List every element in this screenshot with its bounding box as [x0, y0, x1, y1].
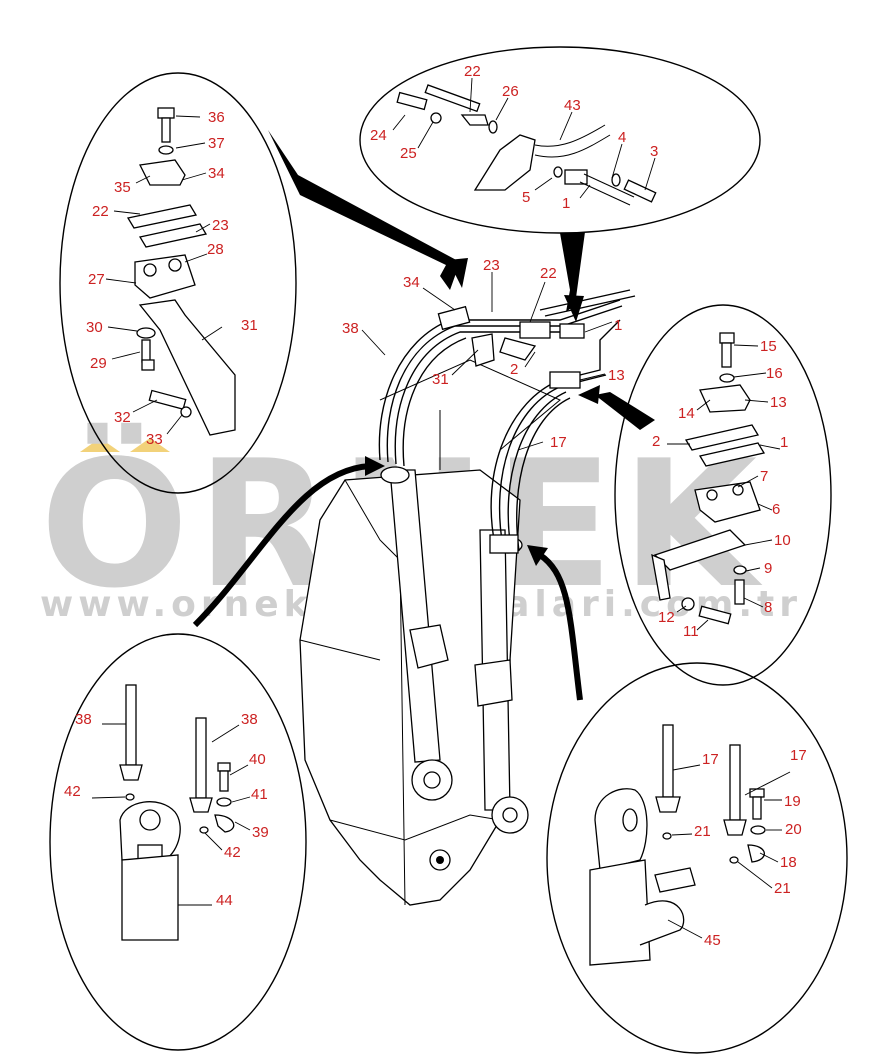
- callout-3: 3: [650, 143, 658, 160]
- callout-11: 11: [683, 623, 699, 640]
- callout-23-left: 23: [212, 217, 229, 234]
- callout-31-left: 31: [241, 317, 258, 334]
- callout-1-right: 1: [780, 434, 788, 451]
- callout-1-main: 1: [614, 317, 622, 334]
- callout-26: 26: [502, 83, 519, 100]
- callout-2-main: 2: [510, 361, 518, 378]
- callout-17-br-b: 17: [790, 747, 807, 764]
- callout-44: 44: [216, 892, 233, 909]
- callout-25: 25: [400, 145, 417, 162]
- callout-34-main: 34: [403, 274, 420, 291]
- hydraulic-lines: [378, 289, 636, 554]
- callout-28: 28: [207, 241, 224, 258]
- callout-13-main: 13: [608, 367, 625, 384]
- callout-43: 43: [564, 97, 581, 114]
- callout-27: 27: [88, 271, 105, 288]
- callout-42-b: 42: [224, 844, 241, 861]
- callout-12: 12: [658, 609, 675, 626]
- callout-18: 18: [780, 854, 797, 871]
- callout-38-main: 38: [342, 320, 359, 337]
- callout-7: 7: [760, 468, 768, 485]
- callout-20: 20: [785, 821, 802, 838]
- callout-10: 10: [774, 532, 791, 549]
- callout-30: 30: [86, 319, 103, 336]
- callout-labels: 22 26 43 24 25 4 3 5 1 36 37 35 34 22 23…: [64, 63, 807, 949]
- callout-22-left: 22: [92, 203, 109, 220]
- callout-5: 5: [522, 189, 530, 206]
- pointer-arrows: [192, 130, 655, 701]
- top-bubble-parts: [396, 84, 657, 206]
- callout-2-right: 2: [652, 433, 660, 450]
- callout-22-top: 22: [464, 63, 481, 80]
- detail-bubbles: [49, 46, 848, 1054]
- leader-lines: [91, 77, 791, 939]
- callout-38-bl-a: 38: [75, 711, 92, 728]
- callout-17-main: 17: [550, 434, 567, 451]
- callout-15: 15: [760, 338, 777, 355]
- callout-6: 6: [772, 501, 780, 518]
- callout-14: 14: [678, 405, 695, 422]
- callout-17-br-a: 17: [702, 751, 719, 768]
- left-bubble-parts: [126, 107, 236, 436]
- callout-40: 40: [249, 751, 266, 768]
- callout-42-a: 42: [64, 783, 81, 800]
- callout-16: 16: [766, 365, 783, 382]
- callout-41: 41: [251, 786, 268, 803]
- callout-38-bl-b: 38: [241, 711, 258, 728]
- callout-29: 29: [90, 355, 107, 372]
- bottom-left-bubble-parts: [119, 684, 235, 941]
- callout-34-left: 34: [208, 165, 225, 182]
- callout-31-main: 31: [432, 371, 449, 388]
- callout-39: 39: [252, 824, 269, 841]
- callout-22-main: 22: [540, 265, 557, 282]
- callout-36: 36: [208, 109, 225, 126]
- callout-37: 37: [208, 135, 225, 152]
- callout-32: 32: [114, 409, 131, 426]
- callout-9: 9: [764, 560, 772, 577]
- callout-1-top: 1: [562, 195, 570, 212]
- bottom-right-bubble-parts: [589, 724, 766, 966]
- callout-4: 4: [618, 129, 626, 146]
- callout-13-right: 13: [770, 394, 787, 411]
- callout-24: 24: [370, 127, 387, 144]
- callout-8: 8: [764, 599, 772, 616]
- callout-45: 45: [704, 932, 721, 949]
- boom-assembly: [299, 359, 561, 906]
- callout-33: 33: [146, 431, 163, 448]
- callout-19: 19: [784, 793, 801, 810]
- callout-21-a: 21: [694, 823, 711, 840]
- callout-35: 35: [114, 179, 131, 196]
- callout-23-main: 23: [483, 257, 500, 274]
- callout-21-b: 21: [774, 880, 791, 897]
- right-bubble-parts: [651, 332, 766, 625]
